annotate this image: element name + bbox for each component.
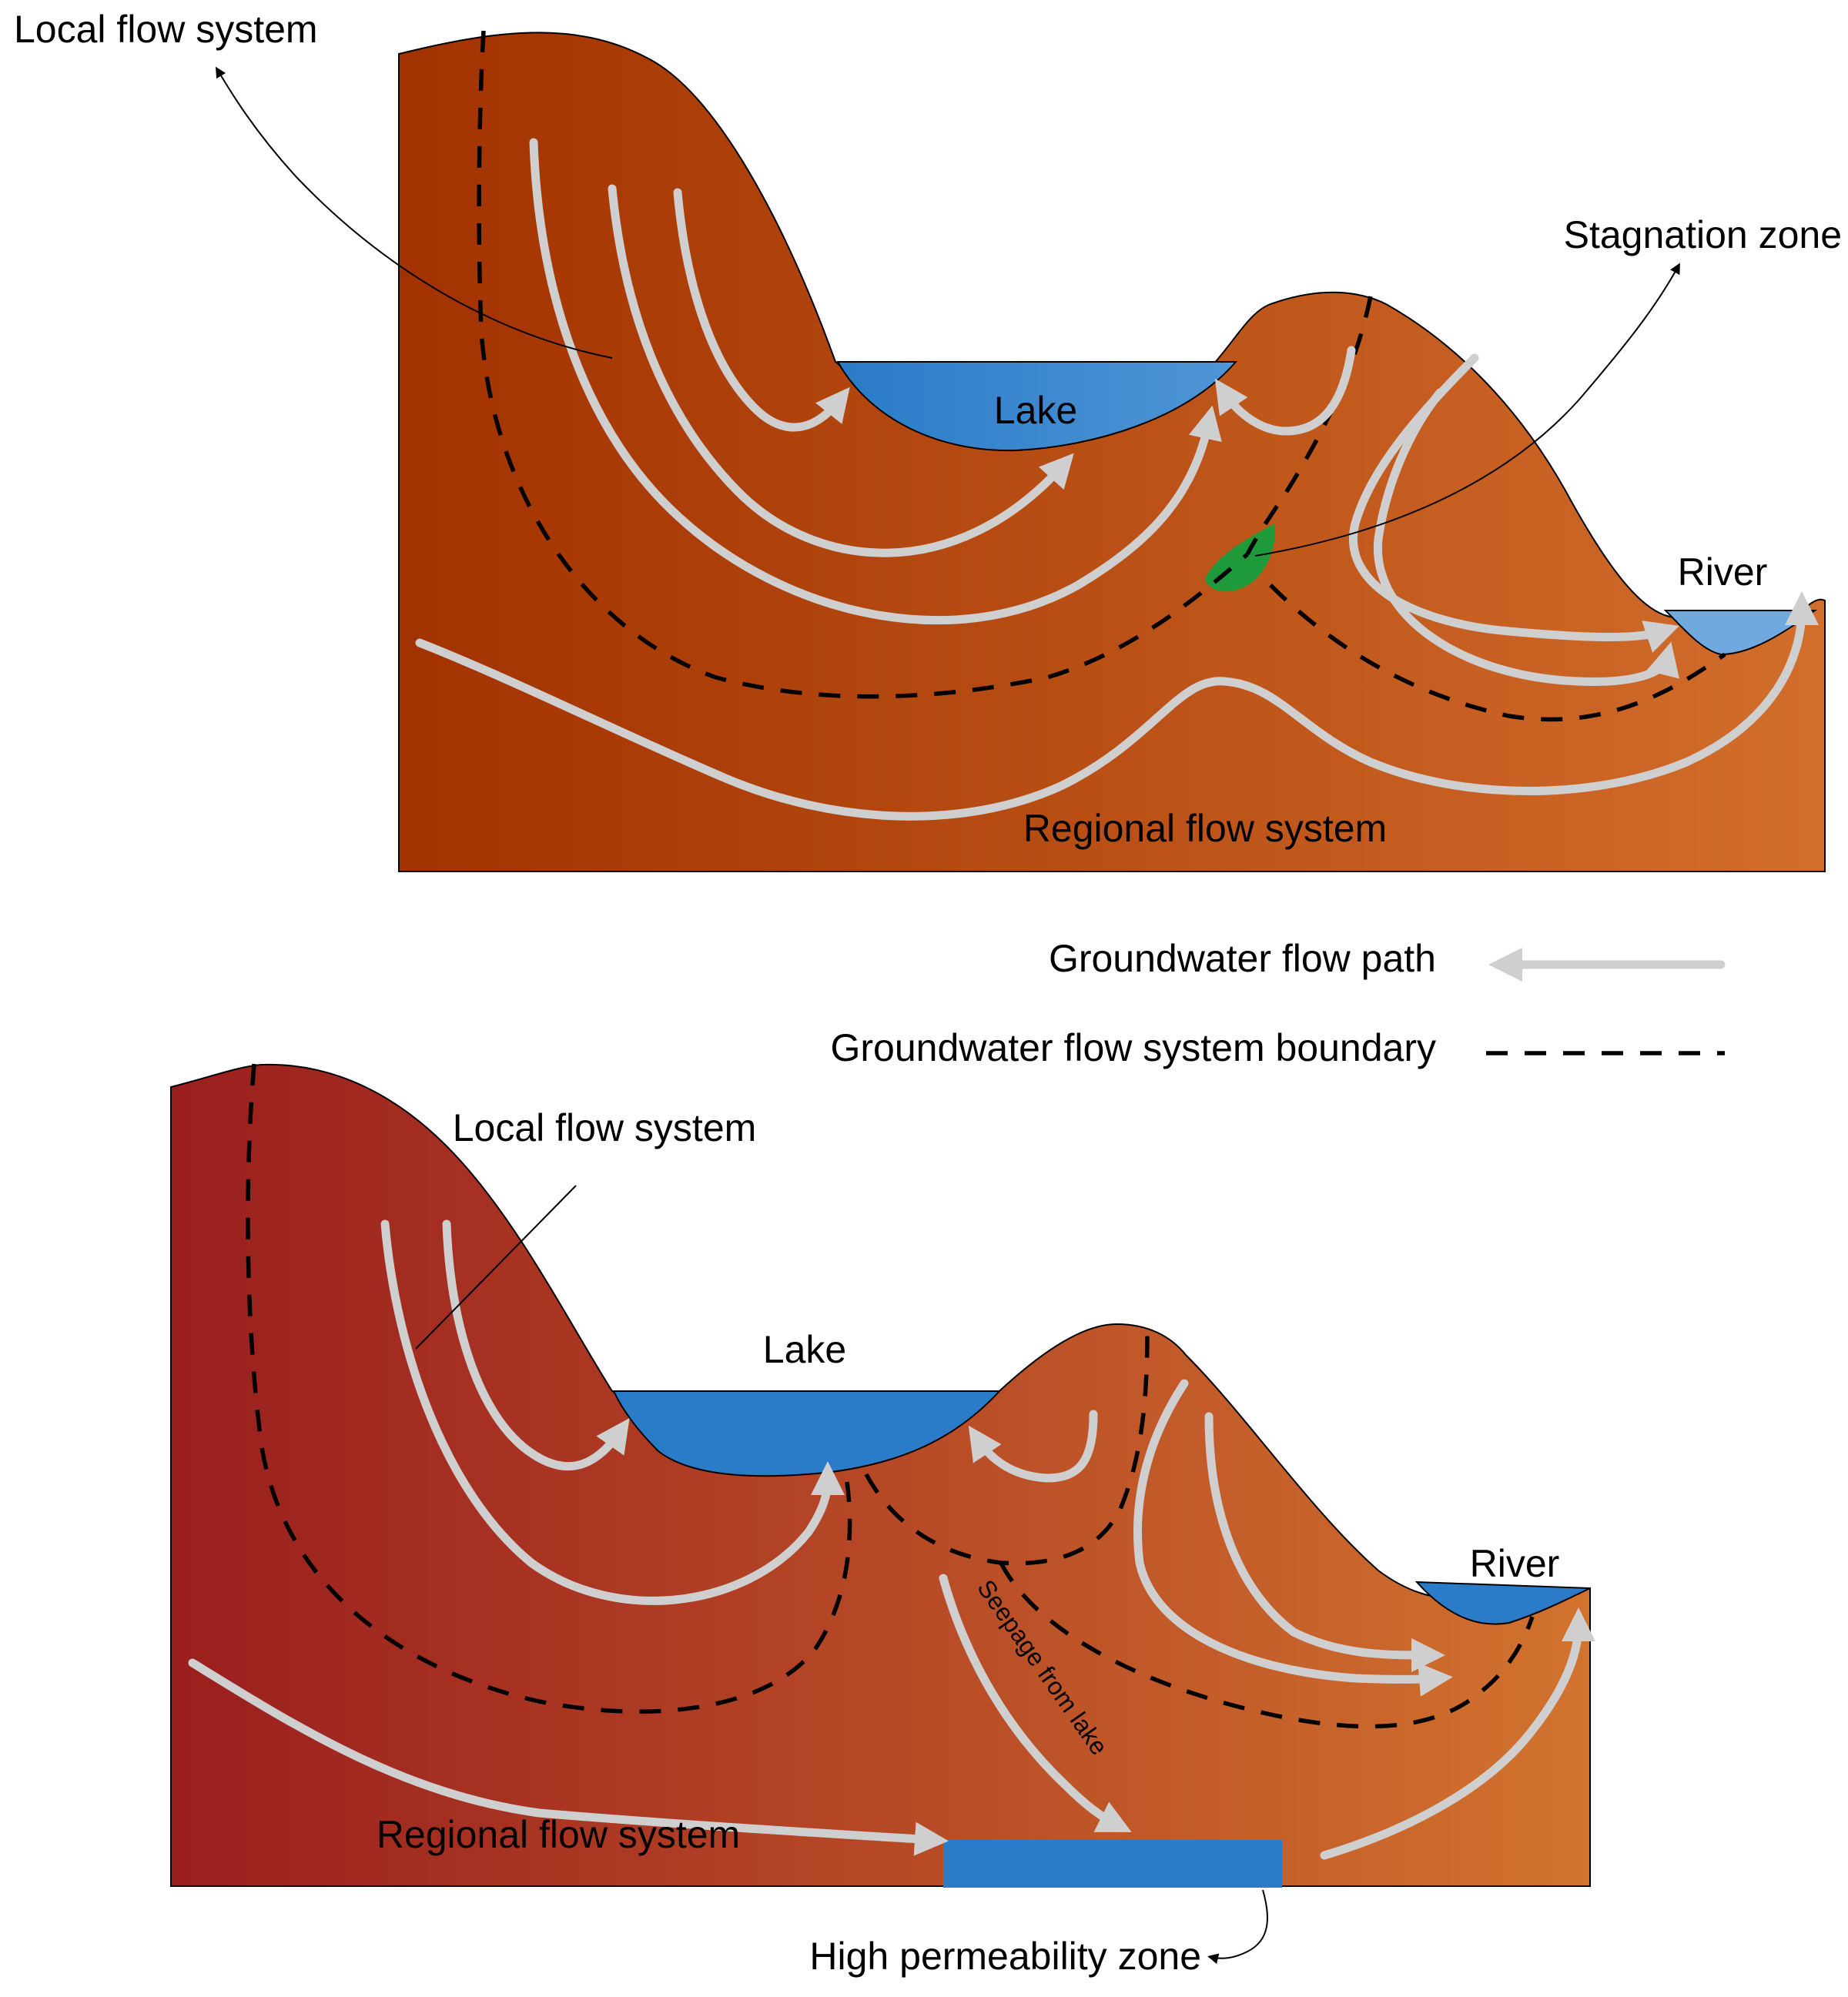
bottom-local-flow-leader	[415, 1185, 577, 1350]
top-flow-path-6	[1349, 353, 1679, 653]
bottom-flow-path-2	[380, 1219, 845, 1605]
legend-flow-path-label: Groundwater flow path	[1049, 937, 1436, 980]
bottom-lake	[612, 1390, 1002, 1477]
bottom-local-flow-label: Local flow system	[453, 1106, 757, 1149]
high-permeability-zone-shape	[943, 1840, 1282, 1888]
bottom-flow-path-5	[1204, 1412, 1445, 1672]
bottom-cross-section	[170, 1063, 1595, 1888]
top-terrain	[398, 32, 1826, 872]
bottom-flow-path-4	[1133, 1379, 1453, 1697]
top-river-label: River	[1678, 550, 1768, 594]
top-boundary-right	[1245, 296, 1373, 556]
bottom-regional-label: Regional flow system	[377, 1813, 740, 1856]
top-boundary-left	[477, 30, 1249, 699]
bottom-flow-path-3	[968, 1410, 1098, 1483]
top-lake	[836, 361, 1238, 452]
top-flow-path-7	[415, 591, 1819, 821]
top-flow-path-1	[673, 188, 850, 432]
top-lake-label: Lake	[994, 389, 1077, 432]
bottom-flow-path-river	[1320, 1607, 1595, 1860]
top-stagnation-leader	[1254, 263, 1680, 557]
high-permeability-label: High permeability zone	[809, 1935, 1201, 1978]
high-permeability-leader	[1207, 1889, 1268, 1965]
top-flow-path-3	[529, 138, 1222, 625]
bottom-boundary-left	[246, 1063, 852, 1714]
top-stagnation-label: Stagnation zone	[1564, 213, 1842, 256]
bottom-lake-label: Lake	[763, 1328, 846, 1371]
bottom-flow-path-seepage	[939, 1574, 1132, 1832]
top-local-flow-leader	[215, 66, 613, 359]
bottom-boundary-lake-right	[864, 1331, 1150, 1566]
top-local-flow-label: Local flow system	[14, 8, 318, 51]
bottom-flow-path-regional	[188, 1658, 949, 1856]
legend-boundary-label: Groundwater flow system boundary	[831, 1026, 1436, 1069]
top-flow-path-5	[1373, 388, 1679, 686]
top-cross-section	[398, 30, 1826, 872]
top-flow-path-4	[1214, 346, 1356, 436]
bottom-river	[1414, 1581, 1591, 1625]
legend: Groundwater flow path Groundwater flow s…	[831, 937, 1726, 1069]
bottom-terrain	[170, 1063, 1591, 1887]
top-regional-label: Regional flow system	[1023, 807, 1387, 850]
bottom-river-label: River	[1470, 1542, 1560, 1585]
bottom-flow-path-1	[442, 1219, 630, 1471]
top-flow-path-2	[608, 184, 1074, 557]
top-boundary-river	[1269, 584, 1726, 722]
